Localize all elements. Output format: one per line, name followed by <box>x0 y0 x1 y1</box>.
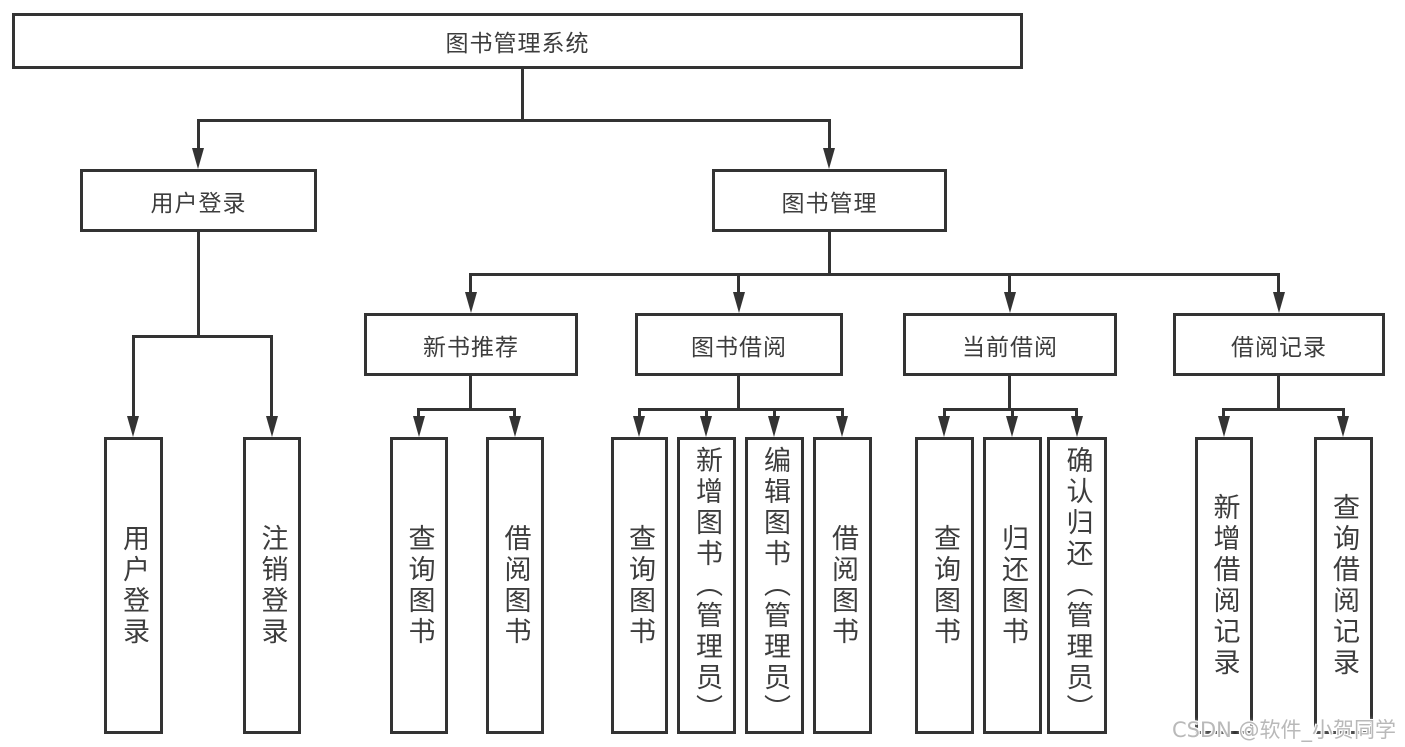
arrow-to-bb-add-book <box>700 416 712 437</box>
connector-cb-drop3 <box>1075 408 1078 416</box>
arrow-to-book-mgmt <box>823 148 835 169</box>
node-rec-borrow-book: 借阅图书 <box>486 437 544 734</box>
arrow-to-new-book-rec <box>465 292 477 313</box>
node-leaf-user-login: 用户登录 <box>104 437 163 734</box>
connector-br-drop1 <box>1222 408 1225 416</box>
node-rec-query-book: 查询图书 <box>390 437 448 734</box>
connector-bookmgmt-drop1 <box>469 273 472 292</box>
node-leaf-logout: 注销登录 <box>243 437 301 734</box>
node-borrow-record: 借阅记录 <box>1173 313 1385 376</box>
arrow-to-current-borrow <box>1004 292 1016 313</box>
node-user-login: 用户登录 <box>80 169 317 232</box>
node-book-mgmt: 图书管理 <box>712 169 947 232</box>
node-bb-borrow-book: 借阅图书 <box>813 437 872 734</box>
connector-root-drop-right <box>828 119 831 148</box>
connector-rec-drop1 <box>417 408 420 416</box>
connector-bookmgmt-split <box>469 273 1280 276</box>
node-library-management-system: 图书管理系统 <box>12 13 1023 69</box>
arrow-to-rec-query-book <box>413 416 425 437</box>
node-br-query-record: 查询借阅记录 <box>1314 437 1373 734</box>
node-bb-query-book: 查询图书 <box>611 437 668 734</box>
node-new-book-rec: 新书推荐 <box>364 313 578 376</box>
arrow-to-rec-borrow-book <box>509 416 521 437</box>
arrow-to-user-login <box>192 148 204 169</box>
connector-bookmgmt-drop4 <box>1277 273 1280 292</box>
connector-bookmgmt-drop3 <box>1008 273 1011 292</box>
connector-root-split <box>197 119 831 122</box>
connector-cb-drop2 <box>1011 408 1014 416</box>
arrow-to-br-add-record <box>1218 416 1230 437</box>
node-cb-return-book: 归还图书 <box>983 437 1042 734</box>
connector-bookmgmt-stem <box>828 232 831 273</box>
connector-rec-split <box>417 408 516 411</box>
csdn-watermark: CSDN @软件_小贺同学 <box>1172 718 1397 742</box>
connector-rec-stem <box>469 376 472 408</box>
arrow-to-cb-query-book <box>938 416 950 437</box>
connector-cb-drop1 <box>943 408 946 416</box>
connector-bb-drop2 <box>705 408 708 416</box>
arrow-to-br-query-record <box>1337 416 1349 437</box>
node-cb-confirm-return: 确认归还（管理员） <box>1047 437 1107 734</box>
connector-rec-drop2 <box>513 408 516 416</box>
arrow-to-leaf-logout <box>266 416 278 437</box>
arrow-to-cb-confirm-return <box>1071 416 1083 437</box>
connector-br-split <box>1222 408 1345 411</box>
connector-userlogin-drop1 <box>132 335 135 416</box>
arrow-to-bb-query-book <box>633 416 645 437</box>
connector-bb-drop1 <box>638 408 641 416</box>
node-book-borrow: 图书借阅 <box>635 313 843 376</box>
connector-bb-drop4 <box>841 408 844 416</box>
connector-userlogin-stem <box>197 232 200 335</box>
node-current-borrow: 当前借阅 <box>903 313 1117 376</box>
connector-br-stem <box>1277 376 1280 408</box>
node-bb-edit-book: 编辑图书（管理员） <box>745 437 804 734</box>
arrow-to-cb-return-book <box>1006 416 1018 437</box>
connector-userlogin-drop2 <box>270 335 273 416</box>
node-br-add-record: 新增借阅记录 <box>1195 437 1253 734</box>
connector-cb-stem <box>1008 376 1011 408</box>
connector-cb-split <box>943 408 1078 411</box>
arrow-to-bb-edit-book <box>768 416 780 437</box>
node-cb-query-book: 查询图书 <box>915 437 974 734</box>
arrow-to-leaf-user-login <box>127 416 139 437</box>
connector-bb-split <box>638 408 844 411</box>
connector-bb-stem <box>737 376 740 408</box>
arrow-to-bb-borrow-book <box>836 416 848 437</box>
connector-br-drop2 <box>1342 408 1345 416</box>
connector-userlogin-split <box>132 335 273 338</box>
connector-root-stem <box>521 69 524 119</box>
connector-root-drop-left <box>197 119 200 148</box>
arrow-to-book-borrow <box>733 292 745 313</box>
connector-bookmgmt-drop2 <box>737 273 740 292</box>
node-bb-add-book: 新增图书（管理员） <box>677 437 736 734</box>
connector-bb-drop3 <box>773 408 776 416</box>
arrow-to-borrow-record <box>1273 292 1285 313</box>
